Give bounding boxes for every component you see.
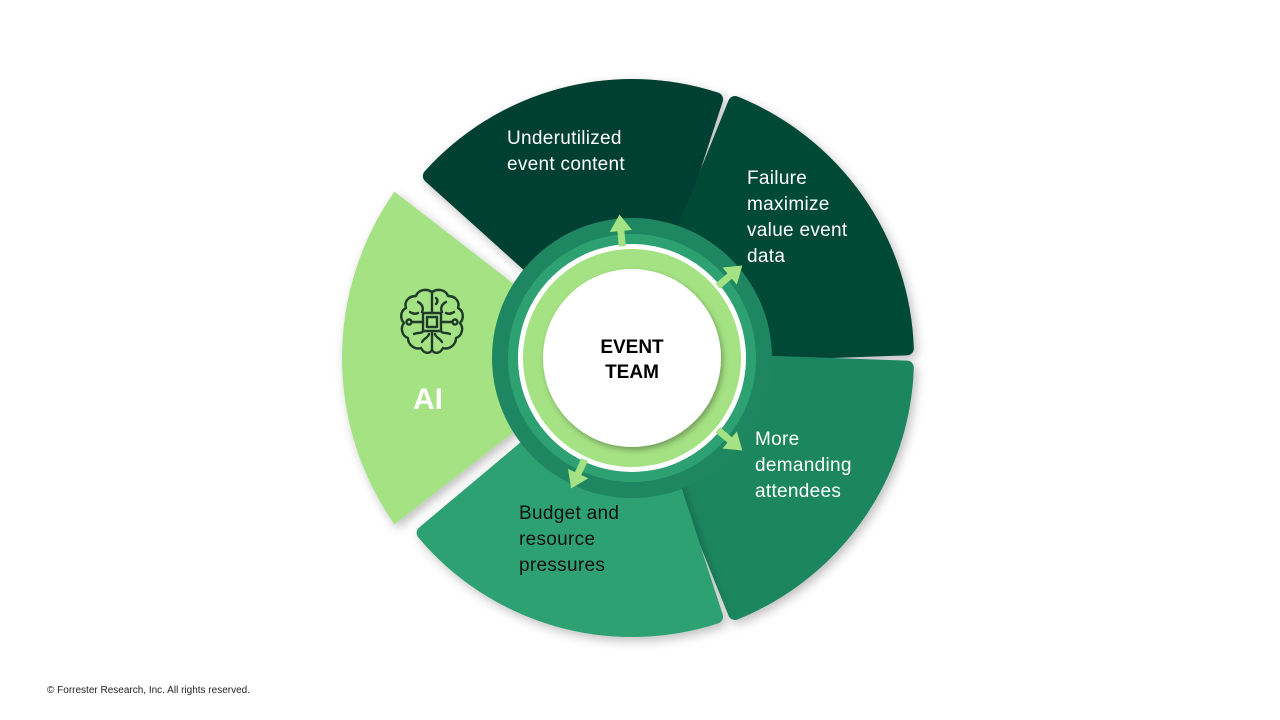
label-line: value event bbox=[747, 220, 848, 241]
segment-label-failure: Failure maximize value event data bbox=[747, 166, 847, 270]
ai-label: AI bbox=[413, 383, 443, 416]
cycle-arrow-icon bbox=[715, 265, 743, 289]
center-label-line1: EVENT bbox=[600, 337, 664, 358]
cycle-arrow-icon bbox=[609, 214, 632, 247]
label-line: maximize bbox=[747, 194, 830, 215]
label-line: demanding bbox=[755, 455, 852, 476]
segment-label-underutilized: Underutilized event content bbox=[507, 126, 625, 178]
label-line: Budget and bbox=[519, 503, 620, 524]
label-line: Underutilized bbox=[507, 128, 622, 149]
cycle-arrow-icon bbox=[568, 458, 589, 489]
label-line: attendees bbox=[755, 481, 842, 502]
label-line: resource bbox=[519, 529, 596, 550]
center-label-line2: TEAM bbox=[605, 362, 659, 383]
brain-chip-icon bbox=[400, 288, 464, 354]
segment-label-budget: Budget and resource pressures bbox=[519, 501, 619, 579]
segment-ai bbox=[342, 191, 542, 525]
label-line: event content bbox=[507, 154, 625, 175]
center-hub bbox=[543, 269, 721, 447]
label-line: More bbox=[755, 429, 800, 450]
label-line: Failure bbox=[747, 168, 808, 189]
segment-label-demanding: More demanding attendees bbox=[755, 427, 852, 505]
center-label: EVENT TEAM bbox=[562, 335, 702, 385]
cycle-arrow-icon bbox=[715, 427, 743, 451]
label-line: data bbox=[747, 246, 786, 267]
label-line: pressures bbox=[519, 555, 606, 576]
copyright-footer: © Forrester Research, Inc. All rights re… bbox=[47, 685, 250, 696]
